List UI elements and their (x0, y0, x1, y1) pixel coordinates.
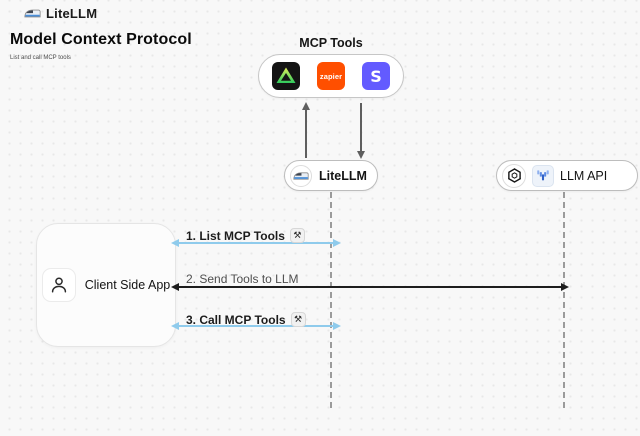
arrowhead-right-icon (333, 322, 341, 330)
step-3-arrow (171, 322, 341, 330)
step-2-text: 2. Send Tools to LLM (186, 272, 299, 286)
arrow-up-to-mcp (301, 102, 310, 158)
arrowhead-up-icon (301, 102, 310, 110)
step-3-text: 3. Call MCP Tools (186, 312, 286, 327)
litellm-node: LiteLLM (284, 160, 378, 191)
arrowhead-left-icon (171, 322, 179, 330)
brand-name: LiteLLM (46, 6, 98, 21)
step-3-label: 3. Call MCP Tools ⚒ (186, 312, 306, 327)
client-side-app-node: Client Side App (36, 223, 176, 347)
arrowhead-right-icon (561, 283, 569, 291)
user-icon (41, 268, 76, 302)
arrowhead-right-icon (333, 239, 341, 247)
step-2-label: 2. Send Tools to LLM (186, 272, 299, 286)
stripe-icon: S (362, 62, 390, 90)
green-triangle-glyph (276, 67, 296, 83)
arrowhead-down-icon (356, 151, 365, 159)
hammer-wrench-icon: ⚒ (290, 312, 306, 327)
arrowhead-left-icon (171, 283, 179, 291)
arrowhead-left-icon (171, 239, 179, 247)
client-node-label: Client Side App (84, 278, 171, 292)
step-1-text: 1. List MCP Tools (186, 228, 285, 243)
person-glyph (51, 277, 66, 293)
mcp-tools-label: MCP Tools (299, 36, 363, 50)
openai-knot-glyph (507, 168, 521, 183)
page-subtitle: List and call MCP tools (10, 55, 71, 61)
litellm-lifeline (330, 192, 332, 408)
llm-api-lifeline (563, 192, 565, 408)
llm-provider-icon (532, 164, 554, 187)
litellm-train-icon (293, 171, 309, 180)
blue-fan-glyph (537, 169, 549, 180)
zapier-wordmark: zapier (319, 71, 343, 81)
step-2-arrow (171, 283, 569, 291)
page-title: Model Context Protocol (10, 31, 192, 48)
litellm-node-label: LiteLLM (319, 168, 367, 183)
llm-api-node: LLM API (496, 160, 638, 191)
litellm-badge (290, 164, 312, 187)
openai-icon (502, 163, 526, 188)
step-1-arrow (171, 239, 341, 247)
zapier-icon: zapier (317, 62, 345, 90)
mcp-tools-box: zapier S (258, 54, 404, 98)
brand: LiteLLM (24, 6, 97, 21)
hammer-wrench-icon: ⚒ (289, 228, 305, 243)
stripe-letter: S (370, 66, 382, 86)
triangle-tool-icon (272, 62, 300, 90)
arrow-down-to-litellm (356, 103, 365, 159)
step-1-label: 1. List MCP Tools ⚒ (186, 228, 305, 243)
llm-api-node-label: LLM API (560, 168, 608, 183)
litellm-logo-icon (24, 9, 41, 18)
